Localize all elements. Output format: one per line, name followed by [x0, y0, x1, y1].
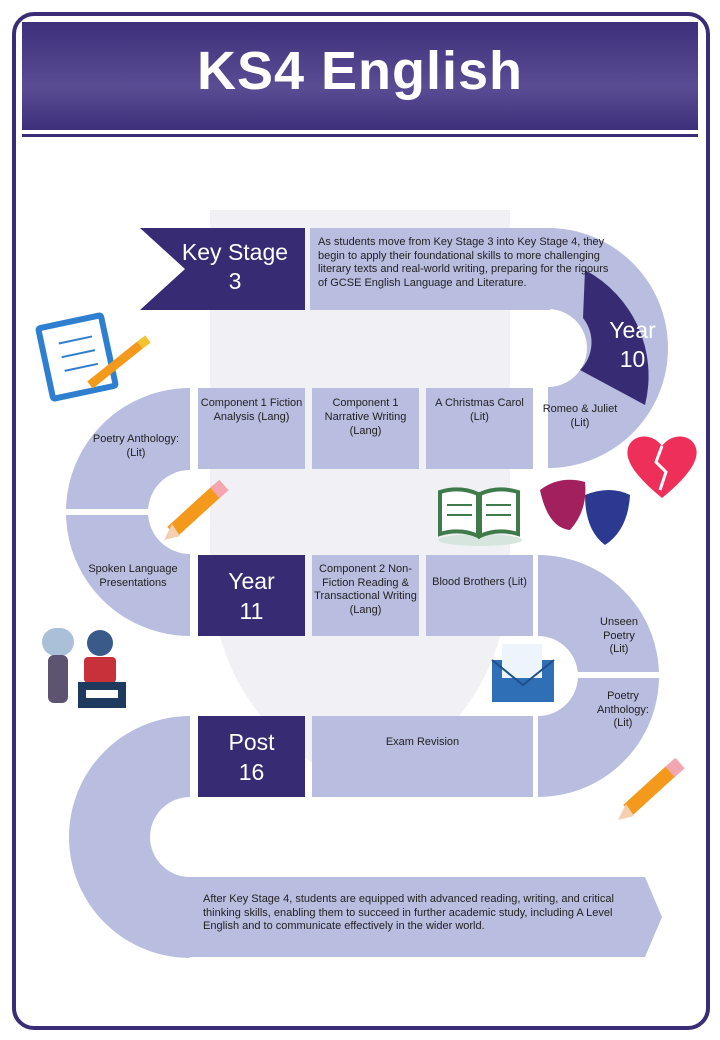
key-stage-line1: Key Stage	[181, 239, 289, 265]
post16-line2: 16	[238, 758, 265, 785]
clipboard-icon	[35, 312, 151, 402]
road-row1	[310, 228, 550, 310]
module-non-fiction: Component 2 Non-Fiction Reading & Transa…	[312, 555, 419, 636]
pencil-icon	[164, 479, 229, 540]
year10-line1: Year	[609, 317, 656, 343]
module-narrative-writing: Component 1 Narrative Writing (Lang)	[312, 388, 419, 469]
module-poetry-anthology-y10: Poetry Anthology: (Lit)	[92, 433, 180, 459]
module-poetry-anthology-y11: Poetry Anthology: (Lit)	[597, 690, 649, 729]
post16-line1: Post	[228, 728, 275, 755]
post-16-label: Post 16	[198, 716, 305, 797]
module-spoken-language: Spoken Language Presentations	[88, 563, 178, 589]
pencil-icon-2	[618, 757, 685, 820]
outro-text: After Key Stage 4, students are equipped…	[203, 893, 614, 932]
open-book-icon	[438, 487, 522, 546]
speaker-microphone-icon	[42, 628, 126, 708]
page-title: KS4 English	[196, 41, 524, 101]
road-row5	[190, 877, 662, 957]
road-arc-left-2	[69, 716, 190, 958]
year-11-label: Year 11	[198, 555, 305, 636]
intro-text: As students move from Key Stage 3 into K…	[318, 236, 609, 289]
key-stage-3-label: Key Stage 3	[165, 238, 305, 296]
module-exam-revision: Exam Revision	[312, 716, 533, 797]
header-banner: KS4 English	[22, 22, 698, 130]
key-stage-line2: 3	[228, 268, 242, 294]
module-unseen-poetry: Unseen Poetry (Lit)	[600, 616, 638, 655]
year11-line2: 11	[239, 597, 264, 624]
school-crest-watermark	[210, 210, 510, 790]
divider	[22, 134, 698, 137]
module-fiction-analysis: Component 1 Fiction Analysis (Lang)	[198, 388, 305, 469]
module-romeo-juliet: Romeo & Juliet (Lit)	[542, 403, 618, 429]
envelope-icon	[491, 644, 555, 702]
module-blood-brothers: Blood Brothers (Lit)	[426, 555, 533, 636]
module-christmas-carol: A Christmas Carol (Lit)	[426, 388, 533, 469]
year10-line2: 10	[619, 346, 646, 372]
broken-heart-icon	[627, 436, 697, 498]
year-10-label: Year 10	[595, 316, 670, 374]
year11-line1: Year	[228, 567, 275, 594]
theatre-masks-icon	[540, 479, 630, 545]
year10-segment	[580, 270, 649, 405]
key-stage-3-marker	[140, 228, 305, 310]
